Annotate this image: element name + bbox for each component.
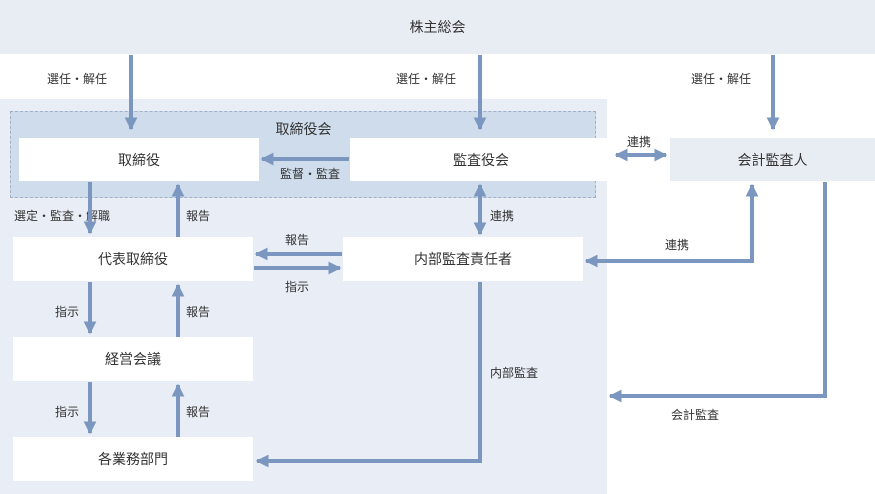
- instruct-rep-to-mgmt-label: 指示: [55, 305, 80, 319]
- accounting-audit-label: 会計監査: [671, 408, 720, 422]
- business-departments-node: 各業務部門: [13, 437, 253, 481]
- shareholders-meeting-label: 株主総会: [409, 20, 466, 36]
- report-internal-to-rep-label: 報告: [285, 233, 310, 247]
- board-group-title: 取締役会: [275, 122, 332, 138]
- cooperation-internal-accountant-arrow: [584, 183, 759, 268]
- management-meeting-node: 経営会議: [13, 337, 253, 381]
- report-mgmt-to-rep-label: 報告: [186, 305, 211, 319]
- audit-board-node: 監査役会: [350, 138, 612, 181]
- internal-audit-arrow: [255, 282, 482, 468]
- internal-audit-manager-node: 内部監査責任者: [343, 237, 583, 281]
- audit-board-label: 監査役会: [453, 152, 509, 169]
- representative-director-label: 代表取締役: [98, 252, 168, 268]
- elect-dismiss-left-label: 選任・解任: [47, 72, 108, 86]
- cooperation-audit-accountant-label: 連携: [627, 135, 652, 149]
- business-departments-label: 各業務部門: [98, 452, 168, 468]
- cooperation-audit-internal-label: 連携: [490, 209, 515, 223]
- representative-director-node: 代表取締役: [13, 237, 253, 281]
- report-dept-to-mgmt-label: 報告: [186, 405, 211, 419]
- shareholders-meeting: 株主総会: [0, 0, 875, 54]
- instruct-rep-to-internal-label: 指示: [285, 280, 310, 294]
- instruct-mgmt-to-dept-label: 指示: [55, 405, 80, 419]
- internal-audit-label: 内部監査: [490, 366, 539, 380]
- accounting-auditor-label: 会計監査人: [737, 152, 808, 169]
- accounting-audit-arrow: [608, 182, 827, 403]
- directors-node: 取締役: [19, 138, 259, 181]
- elect-dismiss-center-label: 選任・解任: [396, 72, 457, 86]
- directors-label: 取締役: [118, 152, 160, 169]
- select-audit-dismiss-label: 選定・監査・解職: [14, 209, 111, 223]
- elect-dismiss-right-label: 選任・解任: [691, 72, 752, 86]
- internal-audit-manager-label: 内部監査責任者: [414, 252, 512, 268]
- supervise-audit-label: 監督・監査: [280, 167, 341, 181]
- management-meeting-label: 経営会議: [105, 352, 161, 368]
- accounting-auditor-node: 会計監査人: [670, 138, 875, 181]
- report-rep-to-board-label: 報告: [186, 209, 211, 223]
